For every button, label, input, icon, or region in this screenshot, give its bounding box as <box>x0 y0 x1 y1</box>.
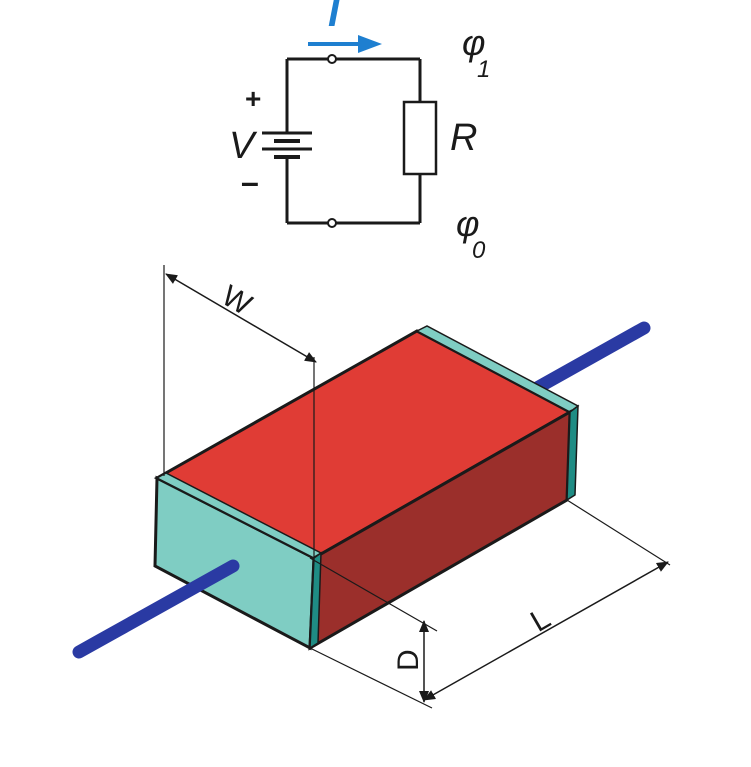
d-extension-bottom <box>309 647 433 709</box>
side-end-strip-back <box>566 404 579 502</box>
voltage-label: V <box>229 125 258 167</box>
bottom-terminal-node <box>327 218 337 228</box>
battery-symbol <box>262 131 312 159</box>
phi1-symbol: φ <box>462 22 485 63</box>
resistor-label: R <box>450 117 477 159</box>
phi1-subscript: 1 <box>477 56 490 83</box>
side-end-strip-front <box>309 551 322 650</box>
d-extension-top <box>309 557 438 632</box>
length-label: L <box>525 602 556 639</box>
phi0-symbol: φ <box>456 203 479 244</box>
l-dimension-arrow <box>423 561 669 701</box>
current-arrow <box>308 35 382 53</box>
lead-wire-left <box>72 559 240 659</box>
width-label: W <box>216 279 258 322</box>
minus-label: – <box>241 164 259 200</box>
top-terminal-node <box>327 54 337 64</box>
depth-label: D <box>392 649 425 671</box>
resistor-block <box>72 321 651 659</box>
lead-wire-right <box>521 321 651 400</box>
phi0-subscript: 0 <box>472 237 486 264</box>
w-dimension-arrow <box>165 273 317 363</box>
current-label: I <box>328 0 340 35</box>
l-extension <box>566 499 671 566</box>
resistor-symbol <box>402 100 438 176</box>
circuit-schematic: I + – V R φ 1 φ 0 <box>229 0 490 264</box>
plus-label: + <box>245 83 261 114</box>
